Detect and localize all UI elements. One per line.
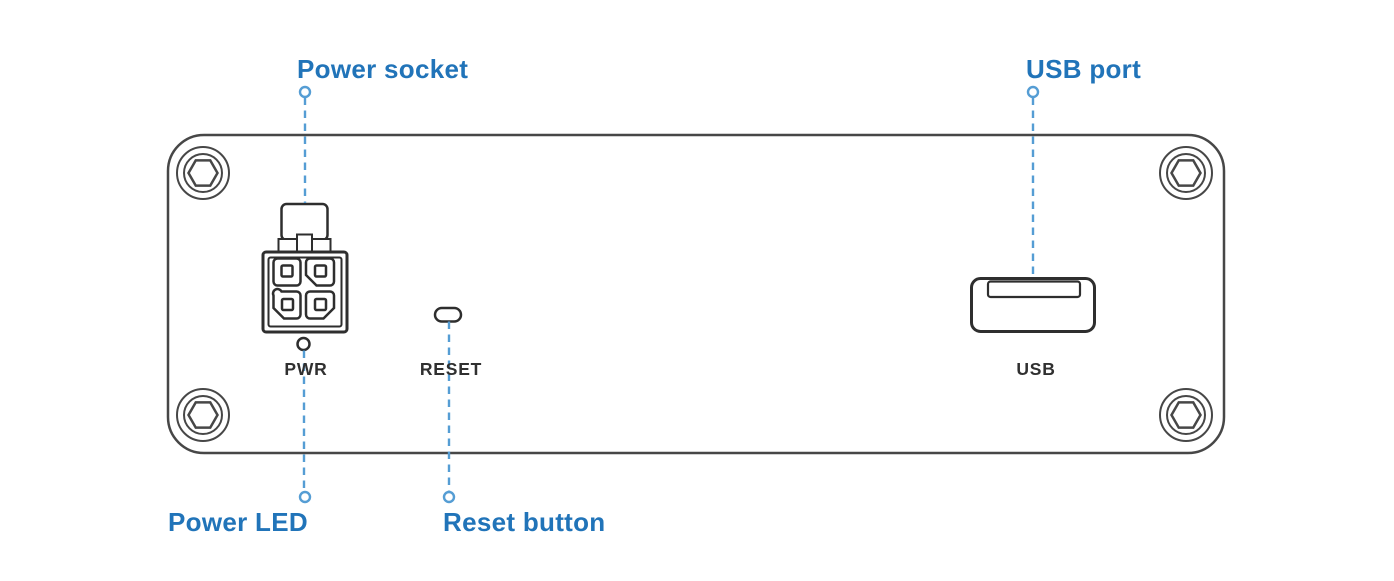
power-led-indicator [296, 336, 311, 352]
usb-port-connector [970, 277, 1096, 333]
power-socket-marker [298, 85, 312, 99]
device-enclosure-outline [166, 133, 1226, 455]
pin-contact [280, 297, 295, 312]
power-socket-latch-notch [296, 233, 313, 253]
usb-port-marker [1026, 85, 1040, 99]
screw-bottom-right [1159, 388, 1213, 442]
power-socket-label: Power socket [297, 54, 469, 84]
hex-socket-icon [187, 401, 219, 429]
reset-button-pinhole [433, 306, 463, 323]
pin-contact [313, 297, 328, 312]
power-led-label: Power LED [168, 507, 308, 537]
pin-contact [313, 264, 328, 278]
pwr-silkscreen-label: PWR [284, 359, 328, 379]
power-led-marker [298, 490, 312, 504]
hex-socket-icon [1170, 159, 1202, 187]
pin-contact [280, 264, 294, 278]
power-socket-connector [261, 202, 349, 334]
callout-markers [298, 85, 1040, 504]
reset-button-marker [442, 490, 456, 504]
hex-socket-icon [1170, 401, 1202, 429]
screw-top-left [176, 146, 230, 200]
hex-socket-icon [187, 159, 219, 187]
reset-button-label: Reset button [443, 507, 606, 537]
usb-port-tongue [986, 280, 1082, 299]
callout-leader-lines [302, 97, 1035, 492]
usb-port-label: USB port [1026, 54, 1142, 84]
reset-silkscreen-label: RESET [419, 359, 483, 379]
screw-top-right [1159, 146, 1213, 200]
screw-bottom-left [176, 388, 230, 442]
usb-silkscreen-label: USB [1016, 359, 1056, 379]
